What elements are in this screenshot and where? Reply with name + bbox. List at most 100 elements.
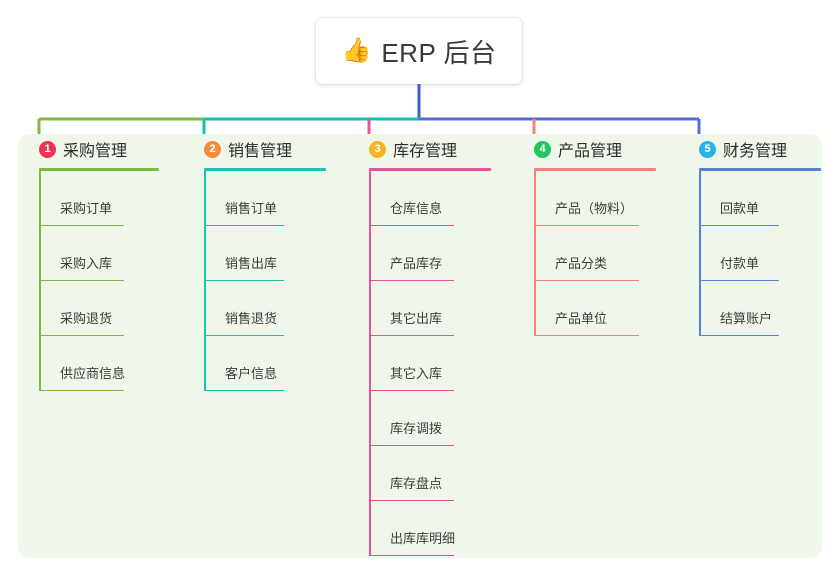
leaf-label: 客户信息 xyxy=(225,366,278,381)
leaf-item[interactable]: 产品分类 xyxy=(534,226,696,281)
leaf-item[interactable]: 产品库存 xyxy=(369,226,526,281)
leaf-item[interactable]: 销售退货 xyxy=(204,281,361,336)
leaf-item[interactable]: 付款单 xyxy=(699,226,839,281)
leaf-underline xyxy=(699,279,779,281)
leaf-item[interactable]: 回款单 xyxy=(699,171,839,226)
leaf-label: 付款单 xyxy=(720,256,760,271)
leaf-label: 其它入库 xyxy=(390,366,443,381)
leaf-underline xyxy=(534,334,639,336)
column-number-badge: 2 xyxy=(204,140,221,158)
leaf-underline xyxy=(369,554,454,556)
leaf-item[interactable]: 采购入库 xyxy=(39,226,196,281)
column-branch: 回款单付款单结算账户 xyxy=(699,171,839,336)
leaf-label: 采购订单 xyxy=(60,201,113,216)
branches-panel: 1 采购管理采购订单采购入库采购退货供应商信息 2 销售管理销售订单销售出库销售退货客… xyxy=(18,134,822,558)
leaf-item[interactable]: 销售出库 xyxy=(204,226,361,281)
branch-spine xyxy=(699,171,701,336)
leaf-item[interactable]: 其它出库 xyxy=(369,281,526,336)
leaf-underline xyxy=(204,224,284,226)
leaf-underline xyxy=(369,224,454,226)
column-title: 库存管理 xyxy=(393,143,458,160)
leaf-underline xyxy=(534,279,639,281)
column-underline xyxy=(204,168,326,171)
column-header-1[interactable]: 1 采购管理 xyxy=(26,134,196,164)
leaf-label: 结算账户 xyxy=(720,311,773,326)
leaf-label: 采购入库 xyxy=(60,256,113,271)
column-underline xyxy=(534,168,656,171)
leaf-item[interactable]: 结算账户 xyxy=(699,281,839,336)
column-5: 5 财务管理回款单付款单结算账户 xyxy=(686,134,839,336)
leaf-underline xyxy=(369,499,454,501)
leaf-label: 销售出库 xyxy=(225,256,278,271)
leaf-item[interactable]: 产品（物料） xyxy=(534,171,696,226)
column-title: 销售管理 xyxy=(228,143,293,160)
leaf-label: 采购退货 xyxy=(60,311,113,326)
leaf-label: 产品库存 xyxy=(390,256,443,271)
column-branch: 产品（物料） 产品分类产品单位 xyxy=(534,171,696,336)
column-title: 财务管理 xyxy=(723,143,788,160)
column-2: 2 销售管理销售订单销售出库销售退货客户信息 xyxy=(191,134,361,391)
leaf-label: 产品（物料） xyxy=(555,201,634,216)
leaf-item[interactable]: 客户信息 xyxy=(204,336,361,391)
column-header-5[interactable]: 5 财务管理 xyxy=(686,134,839,164)
leaf-item[interactable]: 其它入库 xyxy=(369,336,526,391)
column-branch: 仓库信息产品库存其它出库其它入库库存调拨库存盘点出库库明细 xyxy=(369,171,526,556)
leaf-underline xyxy=(39,279,124,281)
leaf-underline xyxy=(204,334,284,336)
column-branch: 采购订单采购入库采购退货供应商信息 xyxy=(39,171,196,391)
leaf-item[interactable]: 采购订单 xyxy=(39,171,196,226)
leaf-label: 产品单位 xyxy=(555,311,608,326)
leaf-label: 仓库信息 xyxy=(390,201,443,216)
branch-spine xyxy=(39,171,41,391)
leaf-underline xyxy=(204,389,284,391)
leaf-item[interactable]: 销售订单 xyxy=(204,171,361,226)
column-number-badge: 1 xyxy=(39,140,56,158)
column-number-badge: 5 xyxy=(699,140,716,158)
root-node[interactable]: 👍 ERP 后台 xyxy=(316,18,522,84)
column-header-2[interactable]: 2 销售管理 xyxy=(191,134,361,164)
column-1: 1 采购管理采购订单采购入库采购退货供应商信息 xyxy=(26,134,196,391)
leaf-label: 供应商信息 xyxy=(60,366,126,381)
leaf-underline xyxy=(369,389,454,391)
leaf-underline xyxy=(39,389,124,391)
leaf-item[interactable]: 产品单位 xyxy=(534,281,696,336)
branch-spine xyxy=(369,171,371,556)
leaf-label: 产品分类 xyxy=(555,256,608,271)
leaf-underline xyxy=(369,444,454,446)
column-number-badge: 4 xyxy=(534,140,551,158)
leaf-item[interactable]: 仓库信息 xyxy=(369,171,526,226)
leaf-item[interactable]: 采购退货 xyxy=(39,281,196,336)
leaf-item[interactable]: 库存调拨 xyxy=(369,391,526,446)
column-title: 采购管理 xyxy=(63,143,128,160)
leaf-label: 库存盘点 xyxy=(390,476,443,491)
leaf-underline xyxy=(369,334,454,336)
leaf-underline xyxy=(204,279,284,281)
column-3: 3 库存管理仓库信息产品库存其它出库其它入库库存调拨库存盘点出库库明细 xyxy=(356,134,526,556)
column-underline xyxy=(39,168,159,171)
leaf-underline xyxy=(534,224,639,226)
leaf-underline xyxy=(699,224,779,226)
branch-spine xyxy=(534,171,536,336)
thumbs-up-icon: 👍 xyxy=(341,37,372,64)
leaf-underline xyxy=(369,279,454,281)
leaf-label: 销售退货 xyxy=(225,311,278,326)
column-number-badge: 3 xyxy=(369,140,386,158)
leaf-item[interactable]: 出库库明细 xyxy=(369,501,526,556)
leaf-label: 销售订单 xyxy=(225,201,278,216)
leaf-item[interactable]: 供应商信息 xyxy=(39,336,196,391)
leaf-label: 其它出库 xyxy=(390,311,443,326)
column-underline xyxy=(699,168,821,171)
leaf-label: 回款单 xyxy=(720,201,760,216)
column-underline xyxy=(369,168,491,171)
leaf-underline xyxy=(699,334,779,336)
column-header-3[interactable]: 3 库存管理 xyxy=(356,134,526,164)
leaf-label: 出库库明细 xyxy=(390,531,456,546)
leaf-underline xyxy=(39,334,124,336)
leaf-underline xyxy=(39,224,124,226)
branch-spine xyxy=(204,171,206,391)
leaf-item[interactable]: 库存盘点 xyxy=(369,446,526,501)
column-branch: 销售订单销售出库销售退货客户信息 xyxy=(204,171,361,391)
